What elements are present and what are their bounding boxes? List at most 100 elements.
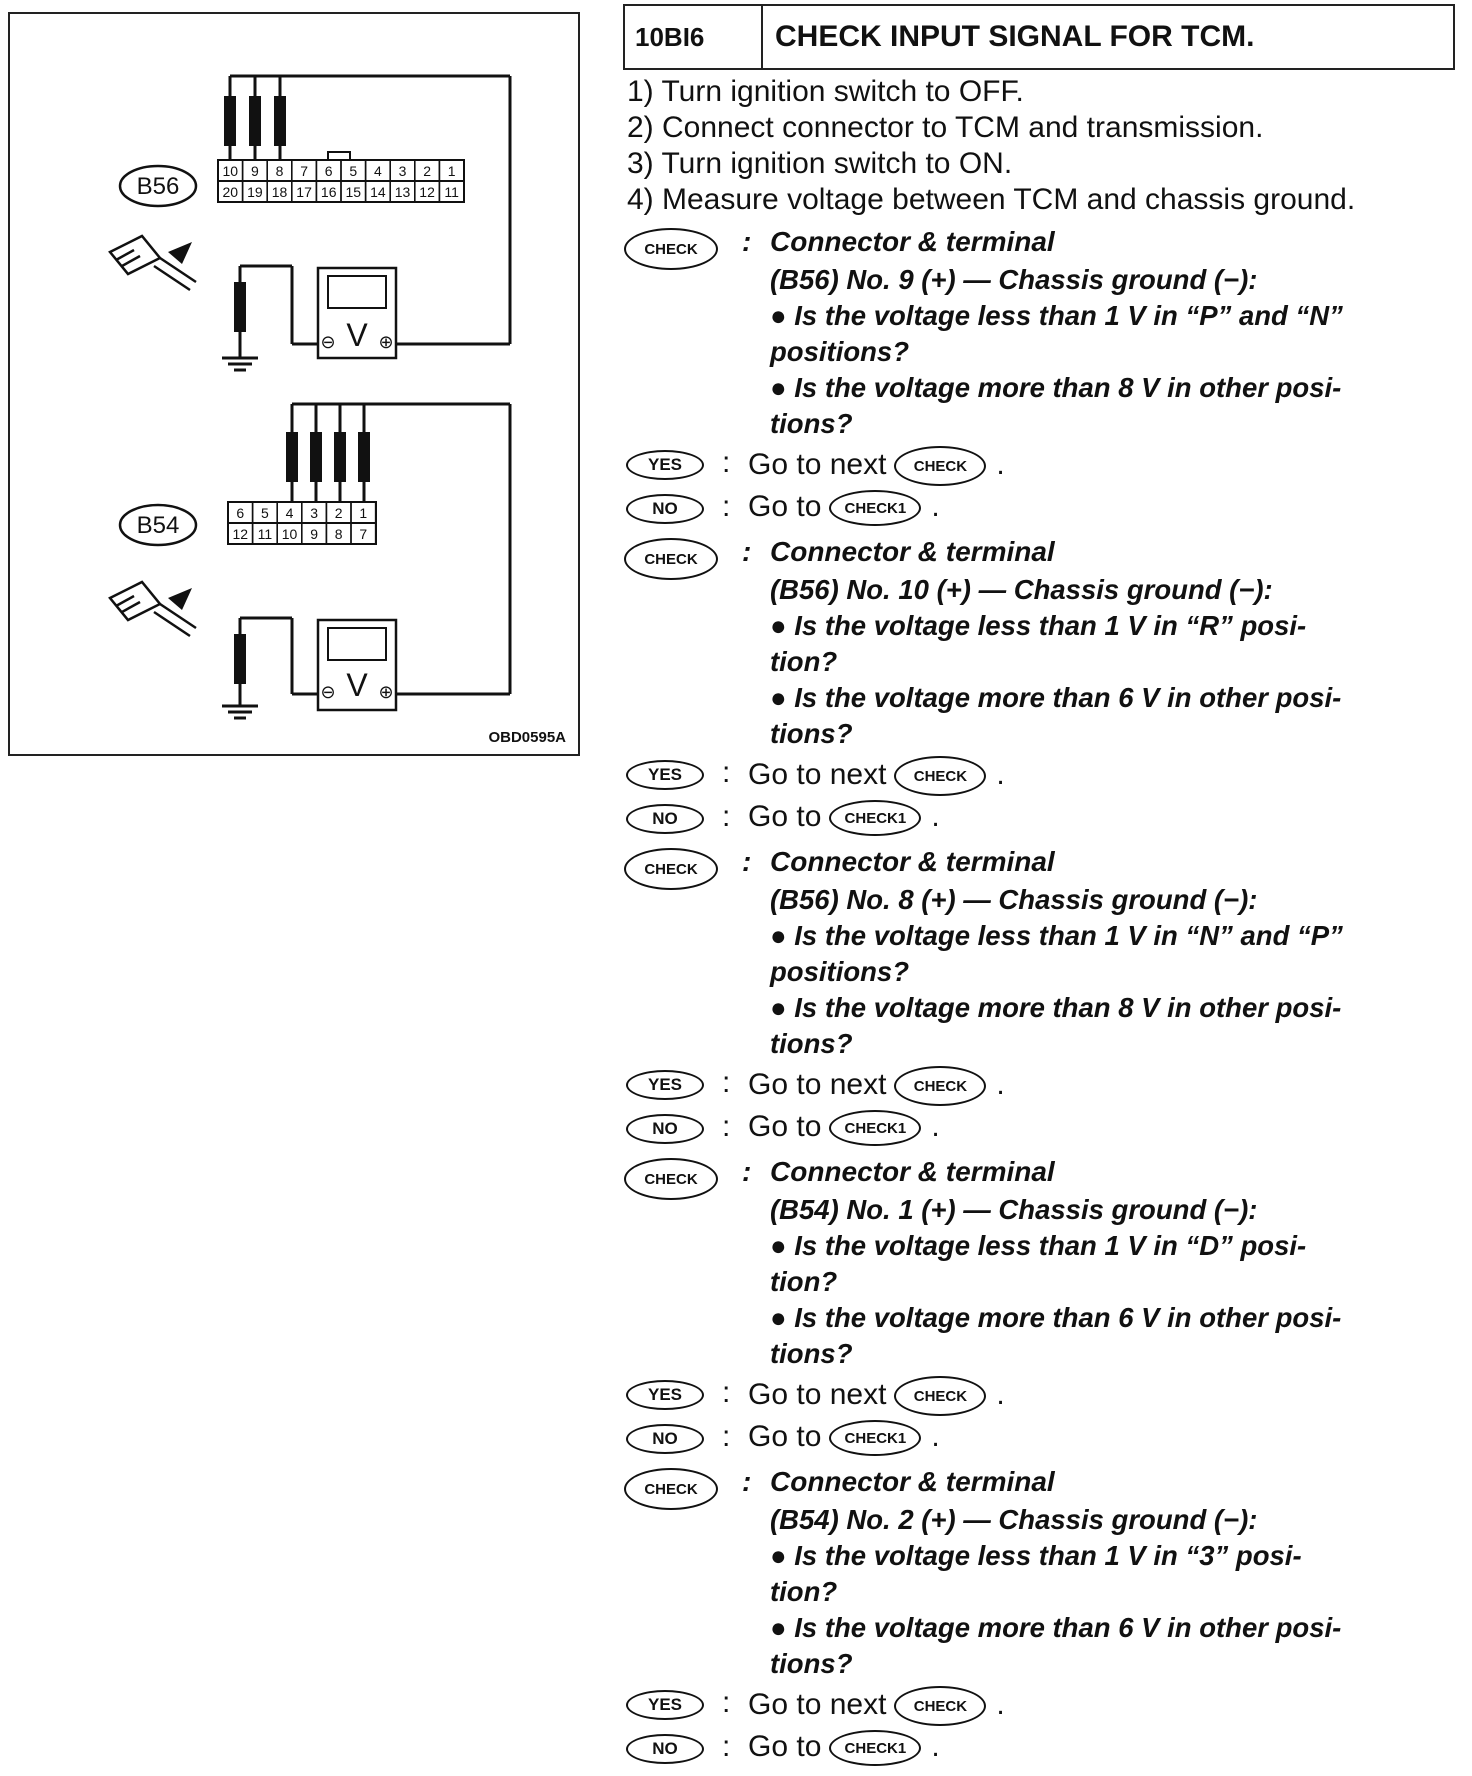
- connector-pin-number: 5: [349, 163, 357, 179]
- figure-code: OBD0595A: [488, 729, 566, 746]
- check-question-2: ● Is the voltage more than 8 V in other …: [770, 992, 1342, 1023]
- no-badge: NO: [626, 1734, 704, 1764]
- section-header: 10BI6 CHECK INPUT SIGNAL FOR TCM.: [623, 4, 1455, 70]
- check1-link[interactable]: CHECK1: [829, 1420, 922, 1457]
- result-colon: :: [722, 490, 731, 523]
- go-to-text: Go to: [748, 800, 822, 833]
- check-question-2: ● Is the voltage more than 6 V in other …: [770, 1612, 1342, 1643]
- connector-pin-number: 6: [236, 505, 244, 521]
- period: .: [996, 1687, 1005, 1721]
- connector-pin-number: 10: [223, 163, 239, 179]
- check-question-1-cont: tion?: [770, 1266, 838, 1297]
- next-check-link[interactable]: CHECK: [894, 1686, 987, 1726]
- step-2: 2) Connect connector to TCM and transmis…: [627, 111, 1264, 144]
- next-check-link[interactable]: CHECK: [894, 1066, 987, 1106]
- connector-pin-cell: [350, 522, 377, 545]
- check-question-2-cont: tions?: [770, 408, 853, 439]
- connector-pin-number: 12: [233, 526, 249, 542]
- result-colon: :: [722, 446, 731, 479]
- connector-pin-number: 11: [258, 526, 273, 542]
- connector-pin-number: 10: [282, 526, 298, 542]
- go-to-text: Go to: [748, 1110, 822, 1143]
- meter-neg-top: ⊖: [320, 332, 335, 352]
- connector-pin-number: 7: [359, 526, 367, 542]
- yes-badge: YES: [626, 1380, 704, 1410]
- check1-link[interactable]: CHECK1: [829, 1730, 922, 1767]
- step-4: 4) Measure voltage between TCM and chass…: [627, 183, 1356, 216]
- check-question-2-cont: tions?: [770, 1338, 853, 1369]
- check-block: CHECK:Connector & terminal(B54) No. 1 (+…: [624, 1156, 1464, 1460]
- connector-pin-number: 6: [325, 163, 333, 179]
- check1-link[interactable]: CHECK1: [829, 490, 922, 527]
- go-next-text: Go to next: [748, 1687, 887, 1721]
- connector-pin-number: 5: [261, 505, 269, 521]
- go-next-text: Go to next: [748, 447, 887, 481]
- connector-pin-number: 1: [359, 505, 367, 521]
- connector-pin-number: 4: [286, 505, 294, 521]
- check-head: CHECK:Connector & terminal: [624, 846, 1464, 890]
- connector-pin-number: 14: [370, 184, 386, 200]
- connector-label-outline: [118, 164, 198, 208]
- result-colon: :: [722, 1110, 731, 1143]
- connector-pin-number: 3: [399, 163, 407, 179]
- check-title: Connector & terminal: [770, 226, 1055, 257]
- section-code: 10BI6: [625, 6, 763, 68]
- check-terminal: (B56) No. 8 (+) — Chassis ground (−):: [770, 884, 1258, 915]
- connector-pin-number: 13: [395, 184, 411, 200]
- meter-pos-top: ⊕: [378, 332, 393, 352]
- check-question-1: ● Is the voltage less than 1 V in “D” po…: [770, 1230, 1307, 1261]
- check-terminal: (B54) No. 2 (+) — Chassis ground (−):: [770, 1504, 1258, 1535]
- check-list: CHECK: Connector & terminal (B56) No. 9 (+…: [624, 226, 1464, 1776]
- check-badge: CHECK: [624, 1468, 718, 1510]
- period: .: [931, 1110, 940, 1143]
- check-question-1-cont: tion?: [770, 646, 838, 677]
- check-body: (B56) No. 9 (+) — Chassis ground (−):● I…: [770, 262, 1464, 442]
- connector-pin-number: 19: [247, 184, 263, 200]
- meter-symbol-bottom: V: [346, 667, 368, 703]
- result-colon: :: [722, 756, 731, 789]
- yes-badge: YES: [626, 1070, 704, 1100]
- check-question-2-cont: tions?: [770, 1648, 853, 1679]
- check-terminal: (B56) No. 10 (+) — Chassis ground (−):: [770, 574, 1273, 605]
- check-head: CHECK: Connector & terminal: [624, 226, 1464, 270]
- period: .: [931, 1730, 940, 1763]
- check1-link[interactable]: CHECK1: [829, 800, 922, 837]
- go-to-text: Go to: [748, 490, 822, 523]
- connector-pin-number: 8: [276, 163, 284, 179]
- wiring-diagram-svg: B56 B54 V ⊖ ⊕ V ⊖ ⊕ 10987654321201918171…: [108, 74, 512, 720]
- check-colon: :: [742, 1466, 752, 1497]
- period: .: [996, 757, 1005, 791]
- go-to-text: Go to: [748, 1420, 822, 1453]
- connector-pin-number: 11: [444, 184, 459, 200]
- meter-symbol-top: V: [346, 317, 368, 353]
- check-title: Connector & terminal: [770, 536, 1055, 567]
- check-question-1-cont: positions?: [770, 336, 910, 367]
- check-terminal: (B54) No. 1 (+) — Chassis ground (−):: [770, 1194, 1258, 1225]
- next-check-link[interactable]: CHECK: [894, 446, 987, 486]
- check-colon: :: [742, 226, 752, 257]
- connector-pin-number: 7: [300, 163, 308, 179]
- next-check-link[interactable]: CHECK: [894, 1376, 987, 1416]
- check-badge: CHECK: [624, 228, 718, 270]
- result-colon: :: [722, 1066, 731, 1099]
- connector-pin-number: 9: [310, 526, 318, 542]
- next-check-link[interactable]: CHECK: [894, 756, 987, 796]
- check1-link[interactable]: CHECK1: [829, 1110, 922, 1147]
- no-badge: NO: [626, 804, 704, 834]
- connector-pin-number: 16: [321, 184, 337, 200]
